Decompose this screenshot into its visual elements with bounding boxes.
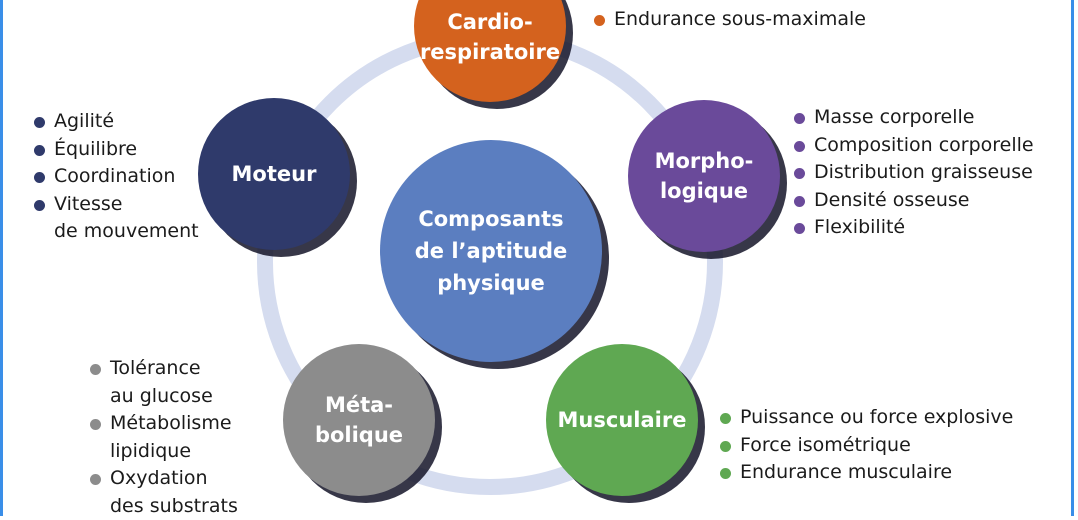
morpho-list: Masse corporelle Composition corporelle … [794,104,1034,242]
morpho-label-line-2: logique [659,179,749,203]
node-metabolique: Méta- bolique [283,344,435,496]
list-item-text: Flexibilité [814,216,906,238]
node-cardio-respiratoire: Cardio- respiratoire [414,0,566,102]
bullet-dot [794,195,805,207]
center-title-line-3: physique [437,271,545,295]
cardio-label-line-1: Cardio- [447,10,533,34]
moteur-label: Moteur [231,162,317,186]
list-item: Force isométrique [720,432,1013,460]
list-item: Endurance musculaire [720,459,1013,487]
bullet-dot [34,172,45,183]
bullet-dot [34,117,45,128]
list-item-text: Densité osseuse [814,188,970,211]
list-item: Endurance sous-maximale [594,6,866,34]
list-item: Vitesse de mouvement [34,191,199,246]
center-title-line-2: de l’aptitude [414,239,568,263]
list-item-text: Force isométrique [740,433,911,456]
bullet-dot [594,15,605,26]
list-item: Coordination [34,163,199,191]
musculaire-list: Puissance ou force explosive Force isomé… [720,404,1013,487]
list-item-text: Métabolisme lipidique [110,412,232,462]
bullet-dot [720,468,731,479]
list-item-text: Endurance sous-maximale [614,8,866,30]
bullet-dot [720,413,731,424]
list-item-text: Vitesse de mouvement [54,192,199,243]
list-item: Masse corporelle [794,104,1034,132]
list-item-text: Masse corporelle [814,106,975,128]
node-moteur: Moteur [198,98,350,250]
metabolique-label-line-2: bolique [314,423,404,447]
list-item: Composition corporelle [794,132,1034,160]
list-item: Équilibre [34,136,199,164]
list-item-text: Puissance ou force explosive [740,406,1014,428]
list-item: Agilité [34,108,199,136]
list-item-text: Distribution graisseuse [814,161,1033,183]
morpho-label-line-1: Morpho- [654,149,754,173]
moteur-list: Agilité Équilibre Coordination Vitesse d… [34,108,199,246]
cardio-list: Endurance sous-maximale [594,6,866,34]
metabolique-label-line-1: Méta- [324,393,394,417]
list-item-text: Coordination [54,165,176,187]
list-item-text: Composition corporelle [814,133,1034,156]
bullet-dot [90,419,101,430]
bullet-dot [794,113,805,124]
list-item-text: Agilité [54,110,115,132]
list-item: Métabolisme lipidique [90,410,238,465]
list-item-text: Équilibre [54,137,138,160]
bullet-dot [720,440,731,452]
center-node-fitness-components: Composants de l’aptitude physique [380,140,602,362]
list-item: Flexibilité [794,214,1034,242]
list-item-text: Oxydation des substrats [110,467,238,517]
cardio-label-line-2: respiratoire [419,40,561,64]
bullet-dot [34,199,45,211]
list-item: Puissance ou force explosive [720,404,1013,432]
list-item: Oxydation des substrats [90,465,238,520]
node-musculaire: Musculaire [546,344,698,496]
bullet-dot [794,140,805,152]
list-item: Densité osseuse [794,187,1034,215]
metabolique-list: Tolérance au glucose Métabolisme lipidiq… [90,355,238,520]
list-item-text: Endurance musculaire [740,461,953,483]
bullet-dot [34,144,45,156]
bullet-dot [794,223,805,234]
musculaire-label: Musculaire [557,408,687,432]
bullet-dot [794,168,805,179]
bullet-dot [90,364,101,375]
list-item: Tolérance au glucose [90,355,238,410]
list-item-text: Tolérance au glucose [110,357,213,407]
bullet-dot [90,474,101,485]
node-morphologique: Morpho- logique [628,100,780,252]
list-item: Distribution graisseuse [794,159,1034,187]
center-title-line-1: Composants [418,207,564,231]
